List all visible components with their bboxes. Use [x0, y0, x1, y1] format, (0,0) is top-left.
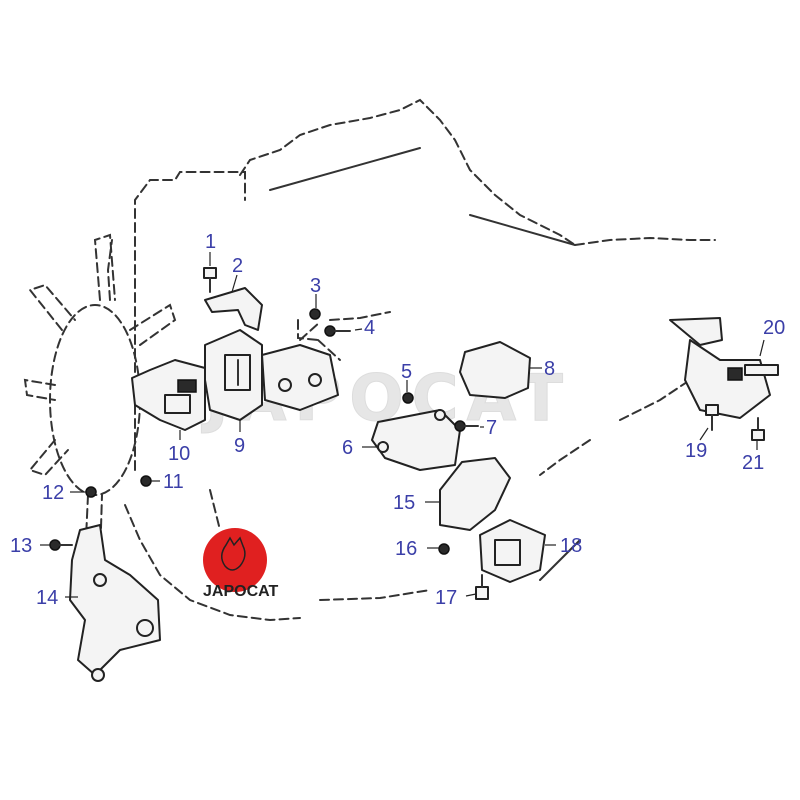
- callout-2: 2: [232, 255, 243, 277]
- insulator-8: [459, 341, 531, 399]
- callout-6: 6: [342, 437, 353, 459]
- bolt-13: [49, 539, 73, 551]
- japocat-logo: JAPOCAT: [203, 528, 278, 600]
- dashed-guide-3: [297, 319, 319, 341]
- insulator-2: [204, 287, 263, 331]
- callout-19: 19: [685, 440, 707, 462]
- callout-14: 14: [36, 587, 58, 609]
- callout-18: 18: [560, 535, 582, 557]
- callout-4: 4: [364, 317, 375, 339]
- callout-21: 21: [742, 452, 764, 474]
- nut-5: [402, 392, 414, 404]
- mount-insulator-9: [204, 329, 263, 421]
- nut-11: [140, 475, 152, 487]
- callout-9: 9: [234, 435, 245, 457]
- nut-3: [309, 308, 321, 320]
- rear-mount-20: [669, 317, 779, 419]
- callout-20: 20: [763, 317, 785, 339]
- logo-circle: [203, 528, 267, 592]
- bolt-19: [705, 404, 719, 431]
- callout-13: 13: [10, 535, 32, 557]
- dashed-guide-4: [317, 339, 341, 361]
- bolt-7: [454, 420, 479, 432]
- nut-16: [438, 543, 450, 555]
- callout-8: 8: [544, 358, 555, 380]
- callout-5: 5: [401, 361, 412, 383]
- callout-7: 7: [486, 417, 497, 439]
- bolt-12: [85, 486, 97, 498]
- callout-3: 3: [310, 275, 321, 297]
- cat-icon: [221, 536, 246, 571]
- callout-17: 17: [435, 587, 457, 609]
- callout-10: 10: [168, 443, 190, 465]
- callout-labels: 1 2 3 4 5 6 7 8 9 10 11 12 13 14 15 16 1…: [10, 231, 785, 609]
- bolt-17: [475, 574, 489, 600]
- callout-12: 12: [42, 482, 64, 504]
- insulator-15: [439, 457, 511, 531]
- engine-outline: [106, 98, 716, 622]
- mount-insulator-18: [479, 519, 546, 583]
- bolt-21: [751, 417, 765, 441]
- bolt-4: [324, 325, 351, 337]
- bolt-1: [203, 267, 217, 293]
- bracket-14: [69, 524, 161, 682]
- callout-11: 11: [163, 471, 184, 493]
- callout-1: 1: [205, 231, 216, 253]
- callout-15: 15: [393, 492, 415, 514]
- bracket-6: [371, 409, 461, 471]
- leader-lines: [40, 252, 765, 598]
- engine-bracket: [261, 344, 339, 411]
- bracket-10: [131, 359, 206, 431]
- logo-text: JAPOCAT: [203, 583, 278, 600]
- callout-16: 16: [395, 538, 417, 560]
